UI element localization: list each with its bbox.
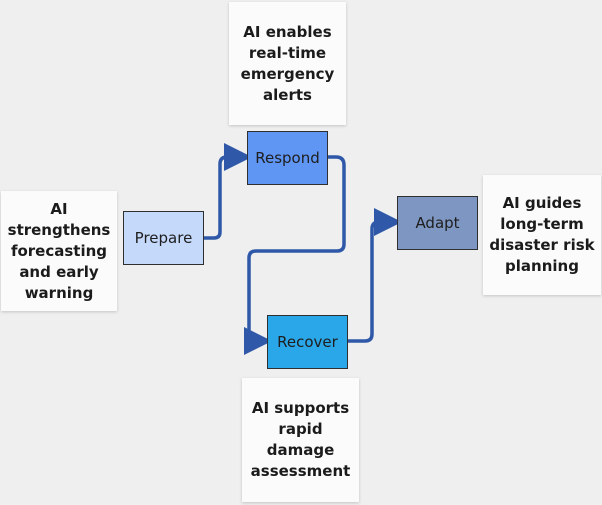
note-adapt: AI guides long-term disaster risk planni… xyxy=(483,175,601,295)
connector-respond-to-recover xyxy=(244,155,346,355)
stage-adapt-label: Adapt xyxy=(415,214,460,232)
note-recover-text: AI supports rapid damage assessment xyxy=(250,399,351,480)
connector-prepare-to-respond xyxy=(204,143,252,240)
note-respond-text: AI enables real-time emergency alerts xyxy=(240,22,335,104)
stage-recover-label: Recover xyxy=(277,333,338,351)
note-recover: AI supports rapid damage assessment xyxy=(242,378,359,502)
stage-respond-label: Respond xyxy=(255,149,320,167)
note-prepare: AI strengthens forecasting and early war… xyxy=(1,191,117,311)
stage-prepare[interactable]: Prepare xyxy=(123,211,204,265)
connector-recover-to-adapt xyxy=(348,208,402,343)
note-prepare-text: AI strengthens forecasting and early war… xyxy=(7,199,111,302)
note-adapt-text: AI guides long-term disaster risk planni… xyxy=(489,194,595,275)
stage-recover[interactable]: Recover xyxy=(267,315,348,369)
note-respond: AI enables real-time emergency alerts xyxy=(229,2,346,125)
stage-respond[interactable]: Respond xyxy=(247,131,328,185)
stage-adapt[interactable]: Adapt xyxy=(397,196,478,250)
stage-prepare-label: Prepare xyxy=(134,229,193,247)
